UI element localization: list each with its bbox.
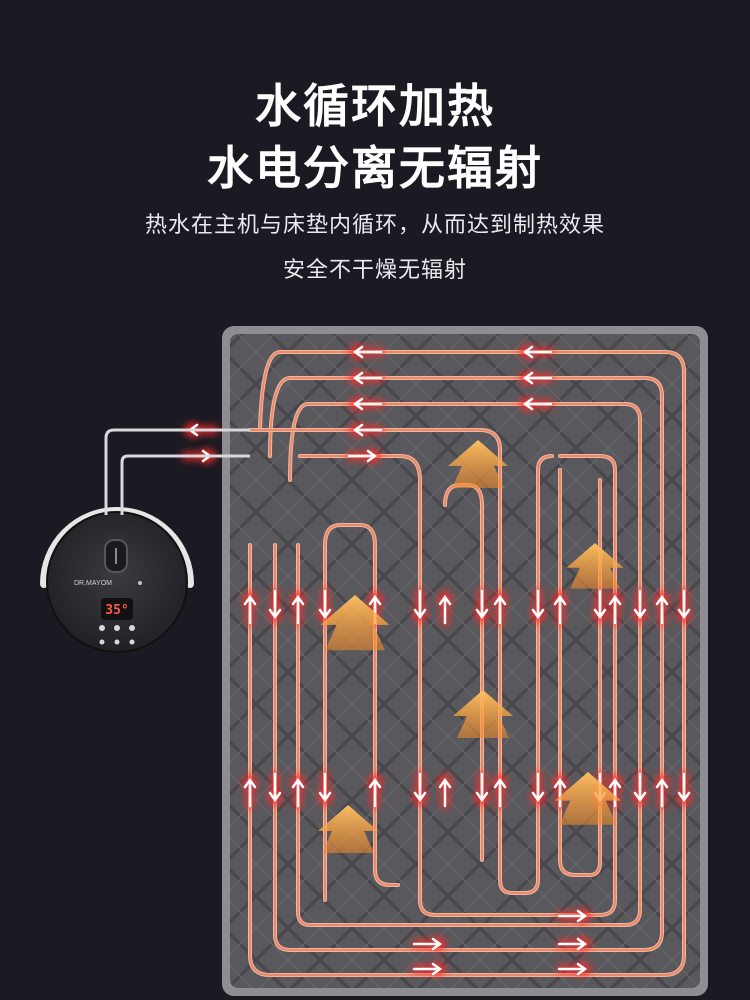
flow-arrow-icon bbox=[241, 589, 259, 625]
flow-arrow-icon bbox=[491, 589, 509, 625]
flow-arrow-icon bbox=[551, 772, 569, 808]
pipe-segment bbox=[289, 403, 641, 926]
flow-arrow-icon bbox=[366, 772, 384, 808]
flow-arrow-icon bbox=[606, 772, 624, 808]
flow-arrow-icon bbox=[316, 772, 334, 808]
flow-arrow-icon bbox=[557, 935, 593, 953]
flow-arrow-icon bbox=[517, 343, 553, 361]
pipe-segment bbox=[249, 351, 685, 976]
flow-arrow-icon bbox=[591, 589, 609, 625]
flow-arrow-icon bbox=[517, 395, 553, 413]
down-button-icon[interactable] bbox=[99, 639, 105, 645]
water-pipes bbox=[248, 350, 686, 977]
flow-arrow-icon bbox=[266, 772, 284, 808]
flow-arrow-icon bbox=[529, 772, 547, 808]
heat-arrows bbox=[318, 440, 624, 853]
flow-arrow-icon bbox=[266, 589, 284, 625]
flow-arrow-icon bbox=[529, 589, 547, 625]
flow-arrows bbox=[182, 343, 693, 978]
flow-arrow-icon bbox=[436, 589, 454, 625]
flow-arrow-icon bbox=[436, 772, 454, 808]
flow-arrow-icon bbox=[653, 589, 671, 625]
flow-arrow-icon bbox=[289, 589, 307, 625]
flow-arrow-icon bbox=[412, 960, 448, 978]
pipe-segment bbox=[299, 455, 616, 916]
headline-line-1: 水循环加热 bbox=[255, 79, 495, 133]
flow-arrow-icon bbox=[557, 960, 593, 978]
flow-arrow-icon bbox=[316, 589, 334, 625]
subtitle-line-1: 热水在主机与床垫内循环，从而达到制热效果 bbox=[144, 213, 605, 238]
mode-button-icon[interactable] bbox=[129, 625, 135, 631]
subtitle-line-2: 安全不干燥无辐射 bbox=[282, 258, 467, 283]
lock-button-icon[interactable] bbox=[114, 639, 120, 645]
device-brand: DR.MAYOM bbox=[74, 580, 112, 587]
flow-arrow-icon bbox=[675, 589, 693, 625]
flow-arrow-icon bbox=[411, 589, 429, 625]
heat-arrow-icon bbox=[555, 772, 622, 825]
up-button-icon[interactable] bbox=[129, 639, 135, 645]
flow-arrow-icon bbox=[517, 369, 553, 387]
flow-arrow-icon bbox=[347, 343, 383, 361]
pipe-segment bbox=[559, 469, 601, 876]
flow-arrow-icon bbox=[653, 772, 671, 808]
timer-button-icon[interactable] bbox=[114, 625, 120, 631]
heat-arrow-icon bbox=[453, 690, 513, 738]
pipe-segment bbox=[269, 377, 663, 951]
flow-arrow-icon bbox=[491, 772, 509, 808]
flow-arrow-icon bbox=[631, 772, 649, 808]
flow-arrow-icon bbox=[412, 935, 448, 953]
flow-arrow-icon bbox=[347, 447, 383, 465]
flow-arrow-icon bbox=[473, 772, 491, 808]
power-button-icon[interactable] bbox=[99, 625, 105, 631]
device-display: 35° bbox=[105, 603, 128, 618]
logo-dot-icon bbox=[138, 581, 142, 585]
heat-arrow-icon bbox=[566, 543, 624, 589]
flow-arrow-icon bbox=[411, 772, 429, 808]
flow-arrow-icon bbox=[347, 395, 383, 413]
flow-arrow-icon bbox=[241, 772, 259, 808]
flow-arrow-icon bbox=[551, 589, 569, 625]
heating-unit-image: DR.MAYOM 35° bbox=[40, 428, 250, 653]
pipe-segment bbox=[249, 429, 553, 894]
heat-arrow-icon bbox=[320, 595, 390, 651]
headline-line-2: 水电分离无辐射 bbox=[207, 141, 543, 195]
heat-arrow-icon bbox=[448, 440, 508, 488]
flow-arrow-icon bbox=[347, 369, 383, 387]
flow-arrow-icon bbox=[606, 589, 624, 625]
flow-arrow-icon bbox=[675, 772, 693, 808]
flow-arrow-icon bbox=[347, 421, 383, 439]
flow-arrow-icon bbox=[289, 772, 307, 808]
flow-arrow-icon bbox=[631, 589, 649, 625]
heat-arrow-icon bbox=[318, 805, 378, 853]
flow-arrow-icon bbox=[557, 907, 593, 925]
flow-arrow-icon bbox=[473, 589, 491, 625]
